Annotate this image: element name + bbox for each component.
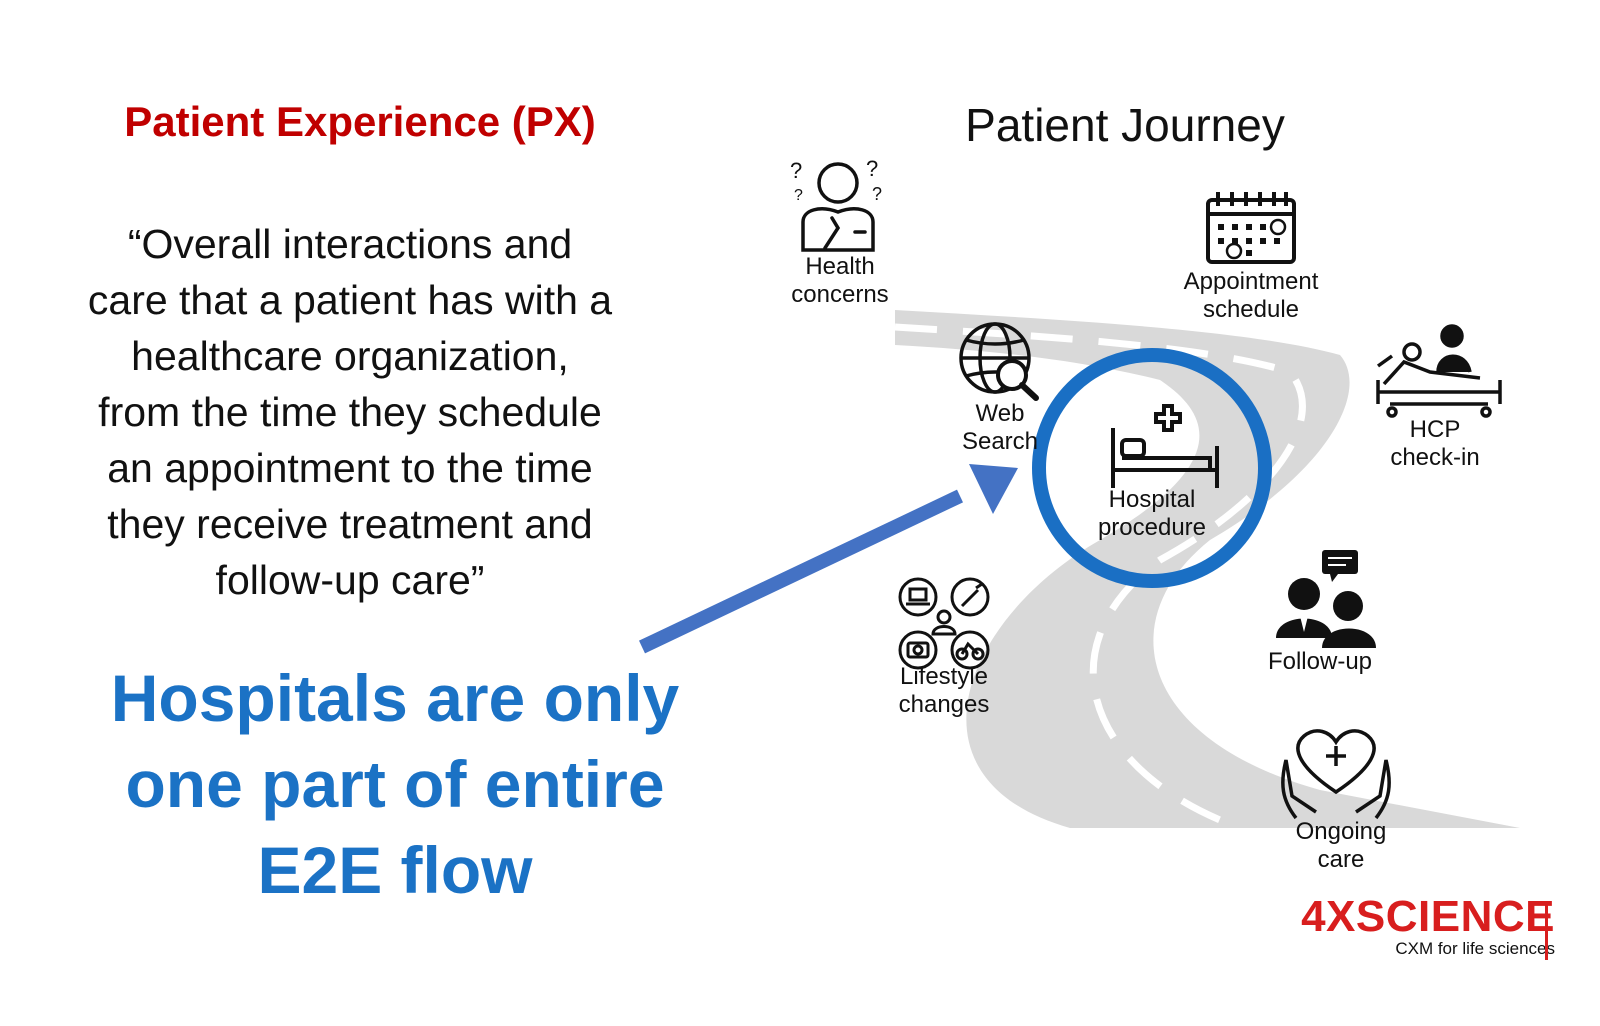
quote-line: an appointment to the time	[107, 445, 593, 491]
step-web-search: Web Search	[945, 400, 1055, 456]
quote-line: from the time they schedule	[98, 389, 602, 435]
journey-title: Patient Journey	[965, 99, 1285, 151]
hospital-bed-icon	[1111, 404, 1219, 488]
brand-divider	[1545, 904, 1548, 960]
headline-line: Hospitals are only	[110, 661, 680, 735]
two-people-chat-icon	[1276, 550, 1376, 648]
step-label: Follow-up	[1267, 648, 1373, 675]
step-hcp-check-in: HCP check-in	[1370, 416, 1500, 472]
px-title: Patient Experience (PX)	[124, 98, 596, 145]
step-label: changes	[898, 691, 990, 718]
headline-line: one part of entire	[125, 747, 665, 821]
step-label: procedure	[1097, 514, 1207, 541]
brand-name: 4XSCIENCE	[1301, 892, 1555, 941]
svg-text:?: ?	[872, 184, 882, 204]
thinking-person-icon: ? ? ? ?	[790, 156, 882, 252]
brand-tagline: CXM for life sciences	[1395, 939, 1555, 958]
headline-line: E2E flow	[257, 833, 533, 907]
step-label: Search	[961, 428, 1039, 455]
quote-line: follow-up care”	[215, 557, 485, 603]
lifestyle-icon	[898, 577, 990, 670]
quote-line: they receive treatment and	[107, 501, 593, 547]
road	[894, 310, 1520, 828]
step-hospital-procedure: Hospital procedure	[1085, 486, 1219, 542]
step-ongoing-care: Ongoing care	[1276, 818, 1406, 874]
brand-logo: 4XSCIENCE CXM for life sciences	[1255, 895, 1555, 959]
svg-text:?: ?	[866, 156, 878, 181]
step-follow-up: Follow-up	[1250, 648, 1390, 676]
step-health-concerns: Health concerns	[760, 253, 920, 309]
arrow-to-hospital	[638, 464, 1018, 654]
quote-line: healthcare organization,	[131, 333, 569, 379]
step-appointment-schedule: Appointment schedule	[1166, 268, 1336, 324]
step-label: concerns	[791, 281, 889, 308]
step-label: check-in	[1390, 444, 1480, 471]
svg-text:?: ?	[794, 187, 803, 204]
step-lifestyle-changes: Lifestyle changes	[874, 663, 1014, 719]
hospital-highlight-ring	[1032, 348, 1272, 588]
calendar-icon	[1206, 192, 1296, 264]
step-label: care	[1317, 846, 1365, 873]
quote-line: care that a patient has with a	[87, 277, 613, 323]
step-label: Health	[805, 253, 875, 280]
headline: Hospitals are only one part of entire E2…	[40, 655, 750, 913]
px-definition-quote: “Overall interactions and care that a pa…	[40, 216, 660, 608]
step-label: Web	[975, 400, 1025, 427]
doctor-patient-bed-icon	[1376, 324, 1502, 418]
quote-line: “Overall interactions and	[127, 221, 573, 267]
globe-search-icon	[959, 322, 1039, 401]
step-label: Lifestyle	[899, 663, 989, 690]
step-label: HCP	[1409, 416, 1461, 443]
step-label: Appointment	[1183, 268, 1319, 295]
step-label: Ongoing	[1295, 818, 1387, 845]
step-label: Hospital	[1108, 486, 1196, 513]
hands-heart-icon	[1281, 729, 1391, 820]
step-label: schedule	[1202, 296, 1300, 323]
svg-text:?: ?	[790, 158, 802, 183]
